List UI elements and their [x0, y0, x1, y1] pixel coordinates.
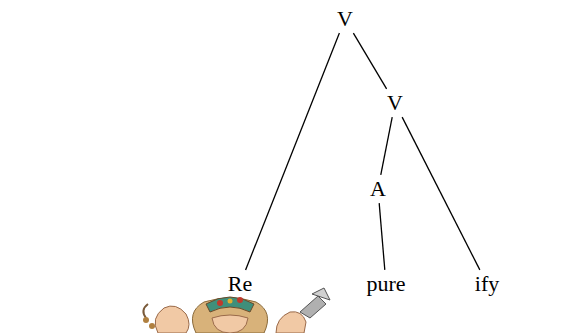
tree-node: pure — [363, 270, 408, 298]
tree-branch — [353, 33, 386, 89]
tree-node: V — [334, 5, 356, 33]
category-label: A — [370, 177, 386, 201]
morpheme-label: Re — [228, 272, 252, 296]
tree-branch — [379, 203, 385, 270]
category-label: V — [337, 7, 353, 31]
morpheme-label: ify — [475, 272, 499, 296]
morpheme-label: pure — [366, 272, 405, 296]
tree-branch — [246, 33, 340, 270]
tree-branch — [402, 117, 480, 270]
tree-node: Re — [225, 270, 255, 298]
tree-node: V — [384, 89, 406, 117]
category-label: V — [387, 91, 403, 115]
tree-node: ify — [472, 270, 502, 298]
tree-branch — [381, 117, 392, 175]
tree-node: A — [367, 175, 389, 203]
